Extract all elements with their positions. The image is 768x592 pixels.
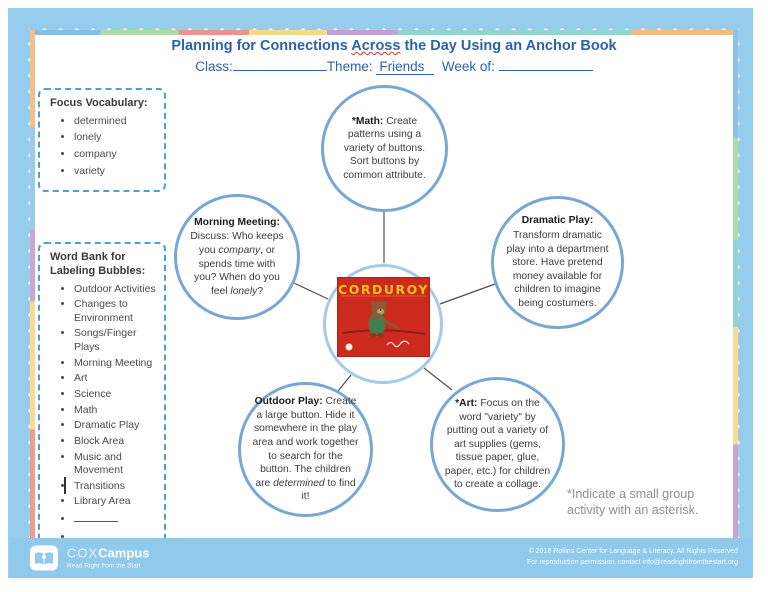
list-item: Library Area <box>74 495 158 509</box>
bubble-outdoor-play: Outdoor Play: Create a large button. Hid… <box>238 382 373 517</box>
bubble-outdoor-play-label: Outdoor Play: <box>254 396 323 408</box>
pastel-border-right <box>733 30 738 542</box>
focus-vocabulary-box: Focus Vocabulary: determined lonely comp… <box>38 88 166 192</box>
bubble-math-text: Create patterns using a variety of butto… <box>343 115 426 181</box>
list-item: lonely <box>74 131 158 145</box>
list-item: variety <box>74 165 158 179</box>
pastel-border-left <box>30 30 35 542</box>
cox-campus-brand: COXCampus Read Right from the Start <box>30 545 150 571</box>
week-label: Week of: <box>441 59 495 74</box>
list-item: Transitions <box>74 480 158 494</box>
italic-vocab-word: determined <box>273 477 325 489</box>
book-title: CORDUROY <box>338 282 429 297</box>
word-bank-title: Word Bank for Labeling Bubbles: <box>50 251 146 277</box>
pastel-border-top <box>30 30 737 35</box>
brand-tagline: Read Right from the Start <box>67 562 141 570</box>
text-cursor <box>64 477 66 494</box>
list-item: Songs/Finger Plays <box>74 327 158 354</box>
publisher-logo-dot <box>345 343 353 351</box>
blank-list-item <box>74 511 158 527</box>
word-bank-box: Word Bank for Labeling Bubbles: Outdoor … <box>38 242 166 547</box>
list-item: Outdoor Activities <box>74 283 158 297</box>
bubble-dramatic-play-text: Transform dramatic play into a departmen… <box>506 230 609 309</box>
list-item: Block Area <box>74 435 158 449</box>
list-item: Morning Meeting <box>74 357 158 371</box>
bubble-morning-meeting-text: Discuss: Who keeps you <box>190 231 284 256</box>
class-theme-week-row: Class: Theme: Friends Week of: <box>60 57 728 75</box>
italic-vocab-word: company <box>218 244 261 256</box>
list-item: Music and Movement <box>74 451 158 478</box>
permission-line: For reproduction permission, contact inf… <box>527 559 738 566</box>
bubble-math: *Math: Create patterns using a variety o… <box>321 85 448 212</box>
theme-value: Friends <box>376 59 435 75</box>
bear-icon <box>368 300 400 337</box>
week-blank-field <box>498 57 593 71</box>
brand-cox: COX <box>67 545 99 561</box>
bubble-art-label: *Art: <box>455 397 478 409</box>
bubble-dramatic-play-label: Dramatic Play: <box>521 215 594 227</box>
bubble-art-text: Focus on the word "variety" by putting o… <box>444 397 551 491</box>
theme-label: Theme: <box>326 59 373 74</box>
bubble-dramatic-play: Dramatic Play: Transform dramatic play in… <box>491 196 624 329</box>
bubble-math-label: *Math: <box>351 115 384 127</box>
brand-campus: Campus <box>98 545 150 561</box>
footer-legal-text: © 2018 Rollins Center for Language & Lit… <box>527 547 738 569</box>
bubble-morning-meeting-text: ? <box>257 285 264 297</box>
title-spellcheck-word: Across <box>351 38 401 54</box>
anchor-book-cover: CORDUROY <box>337 277 430 357</box>
bubble-outdoor-play-text: to find it! <box>301 477 356 503</box>
bubble-morning-meeting: Morning Meeting: Discuss: Who keeps you c… <box>174 194 300 320</box>
brand-text: COXCampus Read Right from the Start <box>67 545 150 570</box>
bubble-outdoor-play-text: Create a large button. Hide it somewhere… <box>252 396 359 489</box>
connector-lines <box>293 212 496 392</box>
list-item: company <box>74 148 158 162</box>
title-pre: Planning for Connections <box>171 38 352 54</box>
author-signature-squiggle <box>386 340 410 348</box>
footer-bar: COXCampus Read Right from the Start © 20… <box>10 538 752 578</box>
asterisk-note: *Indicate a small group activity with an… <box>567 487 699 518</box>
copyright-line: © 2018 Rollins Center for Language & Lit… <box>528 548 738 556</box>
focus-vocabulary-title: Focus Vocabulary: <box>50 97 148 109</box>
book-cover-illustration <box>341 295 426 351</box>
class-blank-field <box>232 57 327 71</box>
list-item: Changes to Environment <box>74 298 158 325</box>
list-item: Art <box>74 372 158 386</box>
title-post: the Day Using an Anchor Book <box>400 38 617 54</box>
cox-logo-icon <box>30 545 58 571</box>
page-title: Planning for Connections Across the Day … <box>60 38 728 54</box>
list-item: Dramatic Play <box>74 419 158 433</box>
italic-vocab-word: lonely <box>230 285 258 297</box>
list-item: Science <box>74 388 158 402</box>
blank-line <box>74 511 118 523</box>
class-label: Class: <box>195 59 233 74</box>
word-bank-list: Outdoor Activities Changes to Environmen… <box>50 283 158 545</box>
list-item: Math <box>74 404 158 418</box>
focus-vocabulary-list: determined lonely company variety <box>50 115 158 179</box>
bubble-art: *Art: Focus on the word "variety" by put… <box>430 377 565 512</box>
bubble-morning-meeting-text: , or spends time with you? When do you f… <box>194 244 280 297</box>
list-item: determined <box>74 115 158 129</box>
bubble-morning-meeting-label: Morning Meeting: <box>194 216 280 228</box>
